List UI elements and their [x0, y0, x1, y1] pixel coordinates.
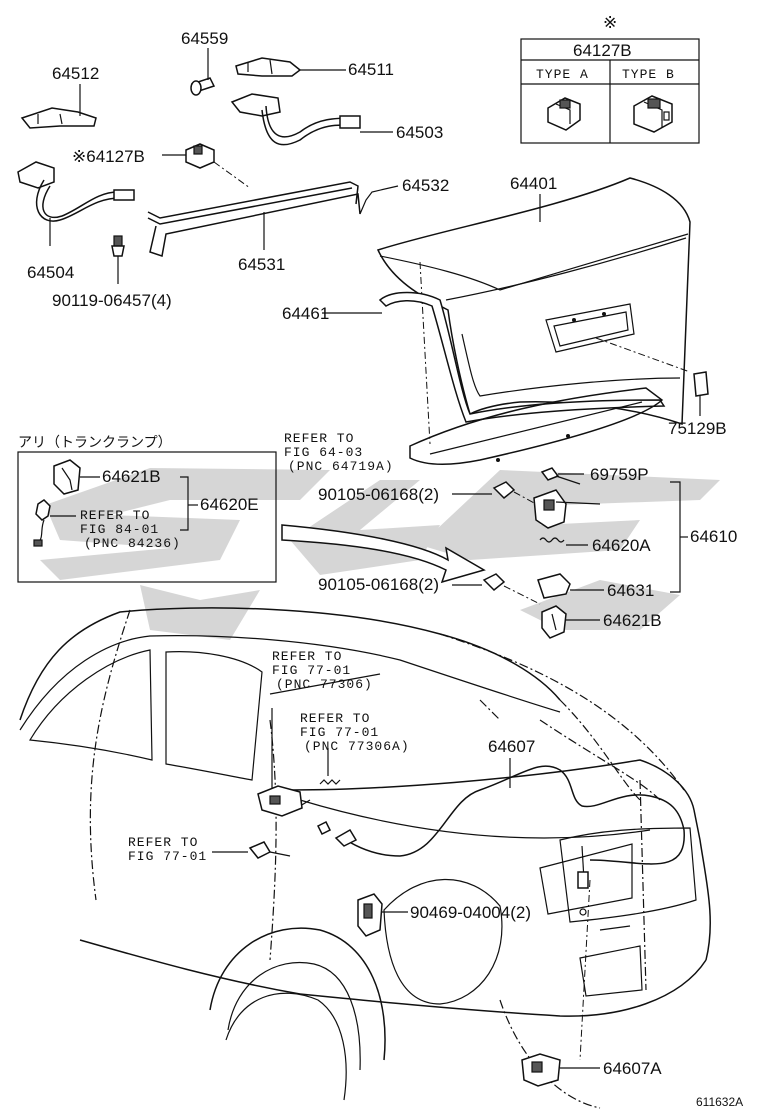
label-64511: 64511 — [348, 60, 394, 79]
label-64531: 64531 — [238, 255, 285, 274]
label-75129b: 75129B — [668, 419, 727, 438]
refer-77-01-note: REFER TO FIG 77-01 — [128, 835, 207, 864]
label-64607: 64607 — [488, 737, 535, 756]
direction-arrow — [281, 524, 486, 584]
label-trunk_lamp_box-p64621b: 64621B — [102, 467, 161, 486]
legend-type-b: TYPE B — [622, 67, 675, 82]
bolt-64559-icon — [190, 48, 216, 96]
label-64503: 64503 — [396, 123, 443, 142]
bracket-64512-icon — [20, 84, 97, 129]
trunk-lamp-title: アリ（トランクランプ） — [18, 434, 172, 450]
label-69759p: 69759P — [590, 465, 649, 484]
legend-type-a: TYPE A — [536, 67, 589, 82]
opener-cable-64607-icon — [339, 758, 685, 916]
label-refer_77_01-line1: REFER TO — [128, 835, 198, 850]
clip-90469-04004-icon — [357, 893, 408, 937]
label-64504: 64504 — [27, 263, 74, 282]
hinge-64511-icon — [235, 57, 346, 77]
bolt-90119-icon — [111, 235, 125, 284]
clip-64127b-icon — [162, 143, 251, 189]
label-64532: 64532 — [402, 176, 449, 195]
hinge-arm-64503-icon — [230, 93, 393, 146]
refer-77306a-note: REFER TO FIG 77-01 (PNC 77306A) — [300, 711, 410, 754]
label-refer_77306a-line1: REFER TO — [300, 711, 370, 726]
legend-title: 64127B — [573, 41, 632, 60]
refer-77306-note: REFER TO FIG 77-01 (PNC 77306) — [272, 649, 373, 692]
torsion-rods-64531-64532-icon — [147, 181, 399, 257]
trunk-lamp-box: アリ（トランクランプ） 64621B 64620E REFER TO FIG 8… — [17, 434, 277, 583]
label-90469-04004: 90469-04004(2) — [410, 903, 531, 922]
handle-64607a-icon — [521, 1053, 600, 1087]
label-refer_77306-line1: REFER TO — [272, 649, 342, 664]
label-refer_77306a-line3: (PNC 77306A) — [304, 739, 410, 754]
label-64607a: 64607A — [603, 1059, 662, 1078]
label-64631: 64631 — [607, 581, 654, 600]
label-trunk_lamp_box-line3: (PNC 84236) — [84, 536, 181, 551]
label-trunk_lamp_box-line2: FIG 84-01 — [80, 522, 159, 537]
clip-type-b-icon — [633, 95, 673, 133]
lamp-wire-icon — [33, 499, 76, 547]
lamp-64621b-icon — [53, 459, 100, 495]
label-64401: 64401 — [510, 174, 557, 193]
label-refer_77306-line2: FIG 77-01 — [272, 663, 351, 678]
label-64610: 64610 — [690, 527, 737, 546]
label-90105-06168-upper: 90105-06168(2) — [318, 485, 439, 504]
label-64461: 64461 — [282, 304, 329, 323]
label-refer_77306-line3: (PNC 77306) — [276, 677, 373, 692]
clip-type-a-icon — [547, 97, 581, 131]
label-trunk_lamp_box-line1: REFER TO — [80, 508, 150, 523]
label-64559: 64559 — [181, 29, 228, 48]
label-90119-06457: 90119-06457(4) — [52, 291, 172, 310]
weatherstrip-64461-icon — [322, 291, 666, 423]
label-trunk_lamp_box-p64620e: 64620E — [200, 495, 259, 514]
clip-75129b-icon — [693, 371, 709, 416]
refer-64-03-note: REFER TO FIG 64-03 (PNC 64719A) — [284, 431, 394, 474]
legend-mark: ※ — [603, 13, 617, 32]
label-64620a: 64620A — [592, 536, 651, 555]
label-refer_64_03-line1: REFER TO — [284, 431, 354, 446]
label-refer_77306a-line2: FIG 77-01 — [300, 725, 379, 740]
label-refer_77_01-line2: FIG 77-01 — [128, 849, 207, 864]
label-90105-06168-lower: 90105-06168(2) — [318, 575, 439, 594]
hinge-arm-64504-icon — [17, 161, 135, 246]
label-64127b: ※64127B — [72, 147, 145, 166]
label-64512: 64512 — [52, 64, 99, 83]
trunk-lid-64401-icon — [376, 177, 691, 445]
latch-assembly-64610-icon — [452, 467, 688, 639]
type-legend-table: ※ 64127B TYPE A TYPE B — [520, 13, 700, 144]
label-refer_64_03-line3: (PNC 64719A) — [288, 459, 394, 474]
label-refer_64_03-line2: FIG 64-03 — [284, 445, 363, 460]
opener-lever-icon — [212, 673, 381, 859]
car-body-outline — [19, 607, 711, 1109]
label-64621b: 64621B — [603, 611, 662, 630]
trim-panel-64719a-icon — [409, 387, 664, 466]
drawing-number: 611632A — [696, 1095, 743, 1109]
